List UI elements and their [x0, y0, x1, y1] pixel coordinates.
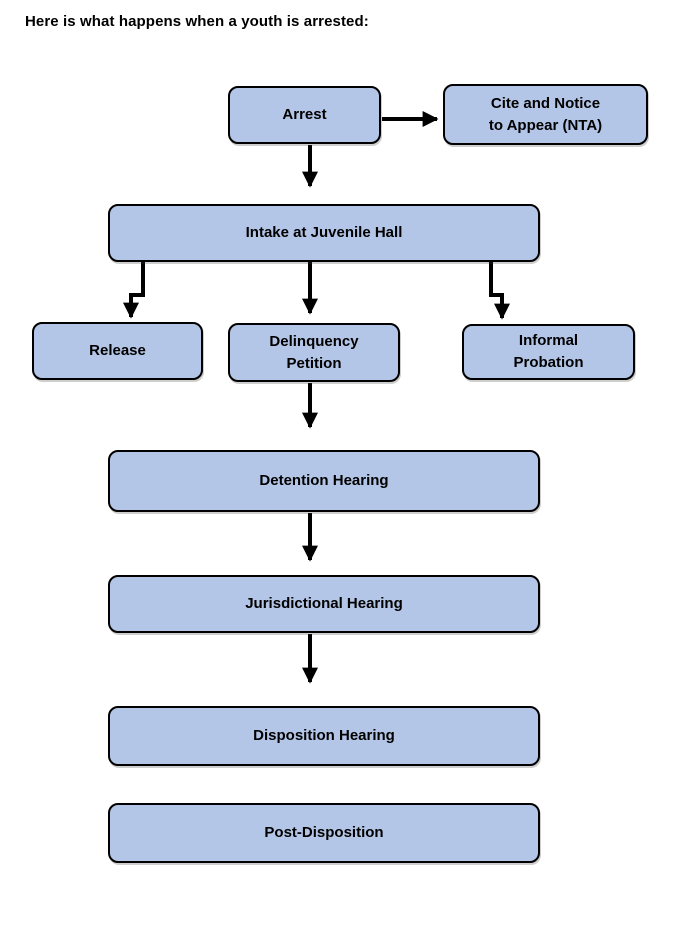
- arrow-intake-to-release: [123, 262, 145, 319]
- node-informal-probation-label: Informal Probation: [513, 332, 584, 371]
- node-cite-and-notice-to-appear: Cite and Notice to Appear (NTA): [443, 84, 648, 145]
- node-arrest: Arrest: [228, 86, 381, 144]
- arrow-intake-to-informal-probation: [489, 262, 510, 320]
- node-post-disposition: Post-Disposition: [108, 803, 540, 863]
- node-disposition-hearing-label: Disposition Hearing: [253, 727, 395, 745]
- page-title: Here is what happens when a youth is arr…: [25, 13, 369, 30]
- node-cite-and-notice-to-appear-label: Cite and Notice to Appear (NTA): [488, 94, 603, 134]
- node-informal-probation: Informal Probation: [462, 324, 635, 380]
- node-jurisdictional-hearing: Jurisdictional Hearing: [108, 575, 540, 633]
- node-release: Release: [32, 322, 203, 380]
- node-detention-hearing: Detention Hearing: [108, 450, 540, 512]
- node-disposition-hearing: Disposition Hearing: [108, 706, 540, 766]
- node-release-label: Release: [89, 342, 146, 360]
- node-detention-hearing-label: Detention Hearing: [259, 472, 389, 490]
- node-delinquency-petition: Delinquency Petition: [228, 323, 400, 382]
- node-delinquency-petition-label: Delinquency Petition: [269, 332, 359, 372]
- node-post-disposition-label: Post-Disposition: [264, 824, 384, 842]
- node-jurisdictional-hearing-label: Jurisdictional Hearing: [245, 595, 403, 613]
- node-intake-at-juvenile-hall-label: Intake at Juvenile Hall: [245, 224, 403, 242]
- node-intake-at-juvenile-hall: Intake at Juvenile Hall: [108, 204, 540, 262]
- node-arrest-label: Arrest: [282, 106, 327, 124]
